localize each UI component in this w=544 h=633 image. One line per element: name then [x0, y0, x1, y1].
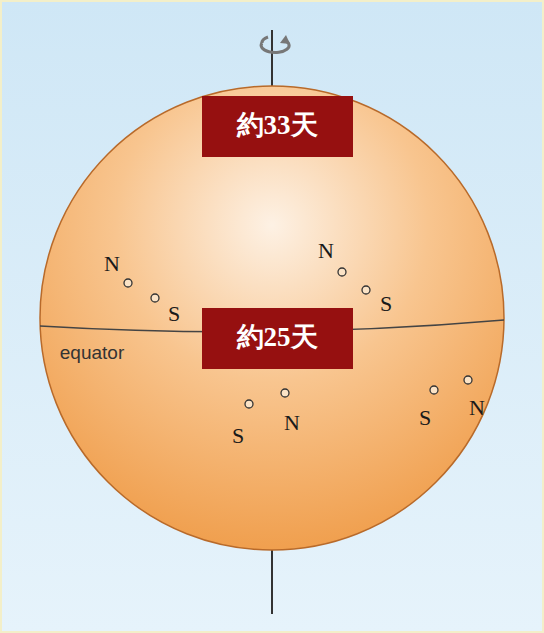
- sunspot: [124, 279, 132, 287]
- pole-label: S: [380, 293, 392, 315]
- sunspot: [281, 389, 289, 397]
- pole-label: S: [168, 303, 180, 325]
- rotation-axis: [271, 30, 273, 88]
- pole-label: N: [318, 240, 334, 262]
- sunspot: [245, 400, 253, 408]
- pole-label: N: [284, 412, 300, 434]
- sunspot: [430, 386, 438, 394]
- period-box: 約25天: [202, 308, 353, 369]
- equator-label: equator: [60, 343, 124, 362]
- rotation-period: 約33天: [237, 111, 318, 141]
- rotation-arrowhead: [280, 35, 290, 44]
- period-box: 約33天: [202, 96, 353, 157]
- pole-label: S: [232, 425, 244, 447]
- sunspot: [464, 376, 472, 384]
- sunspot: [151, 294, 159, 302]
- pole-label: N: [104, 253, 120, 275]
- rotation-period: 約25天: [237, 323, 318, 353]
- rotation-axis: [271, 548, 273, 614]
- sunspot: [362, 286, 370, 294]
- pole-label: N: [469, 397, 485, 419]
- sun-sphere: [40, 86, 504, 550]
- sunspot: [338, 268, 346, 276]
- pole-label: S: [419, 407, 431, 429]
- rotation-arrow: [262, 37, 268, 43]
- sunspots: [124, 268, 472, 408]
